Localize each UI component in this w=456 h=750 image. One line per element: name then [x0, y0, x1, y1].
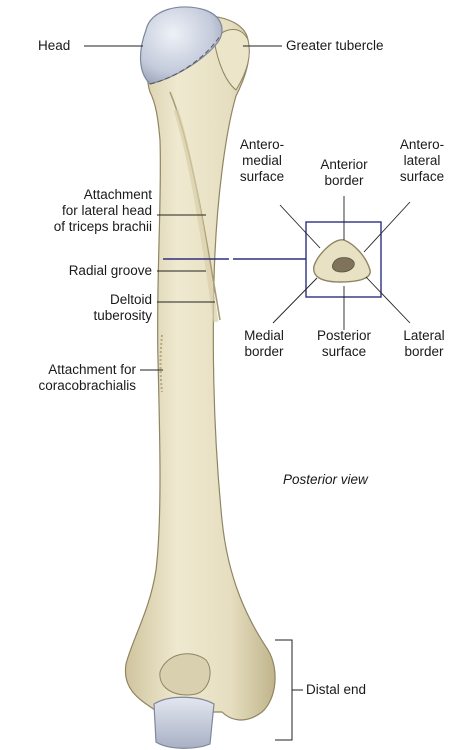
coracobrachialis-mark [159, 334, 163, 393]
label-posterior-surface-line2: surface [321, 344, 367, 359]
leader-anterolateral [363, 201, 411, 253]
label-head: Head [38, 38, 71, 53]
label-anterolateral-line1: Antero- [399, 137, 445, 152]
label-coracobrachialis-line1: Attachment for [48, 362, 136, 377]
label-distal-end: Distal end [306, 682, 367, 697]
label-attachment-coracobrachialis: Attachment for coracobrachialis [38, 362, 136, 394]
label-radial-groove: Radial groove [68, 263, 152, 278]
humeral-head [139, 6, 223, 85]
trochlea [153, 696, 215, 749]
label-medial-border-line1: Medial [244, 328, 284, 343]
label-posterior-surface-line1: Posterior [316, 328, 372, 343]
label-anterolateral-line3: surface [399, 169, 445, 184]
radial-groove-shade [173, 109, 219, 323]
leader-medial-border [272, 277, 318, 324]
label-medial-border-line2: border [244, 344, 284, 359]
label-posterior-surface: Posterior surface [306, 328, 382, 360]
label-greater-tubercle: Greater tubercle [286, 38, 384, 53]
label-anteromedial-line1: Antero- [239, 137, 285, 152]
leader-lateral-border [365, 276, 411, 324]
label-anteromedial-line3: surface [239, 169, 285, 184]
label-deltoid-line1: Deltoid [109, 292, 152, 307]
humerus-bone [124, 15, 276, 721]
label-anterolateral-line2: lateral [403, 153, 441, 168]
view-title: Posterior view [283, 472, 368, 487]
label-deltoid-tuberosity: Deltoid tuberosity [93, 292, 152, 324]
marrow-cavity [332, 257, 355, 273]
label-attachment-lateral-head: Attachment for lateral head of triceps b… [54, 187, 152, 235]
leader-anteromedial [279, 204, 321, 249]
label-anterolateral-surface: Antero- lateral surface [388, 137, 456, 185]
label-lateral-border: Lateral border [392, 328, 456, 360]
olecranon-fossa [159, 653, 211, 696]
label-anteromedial-line2: medial [242, 153, 282, 168]
label-attachment-lateral-head-line3: of triceps brachii [53, 219, 152, 234]
label-lateral-border-line2: border [404, 344, 444, 359]
greater-tubercle [213, 29, 250, 91]
anatomical-neck [149, 35, 221, 85]
label-attachment-lateral-head-line1: Attachment [83, 187, 152, 202]
label-anteromedial-surface: Antero- medial surface [228, 137, 296, 185]
label-deltoid-line2: tuberosity [93, 308, 152, 323]
label-anterior-border-line2: border [324, 173, 364, 188]
label-lateral-border-line1: Lateral [403, 328, 445, 343]
label-medial-border: Medial border [230, 328, 298, 360]
label-anterior-border-line1: Anterior [320, 157, 368, 172]
label-attachment-lateral-head-line2: for lateral head [61, 203, 152, 218]
label-coracobrachialis-line2: coracobrachialis [38, 378, 136, 393]
distal-end-bracket [275, 639, 293, 741]
label-anterior-border: Anterior border [310, 157, 378, 189]
